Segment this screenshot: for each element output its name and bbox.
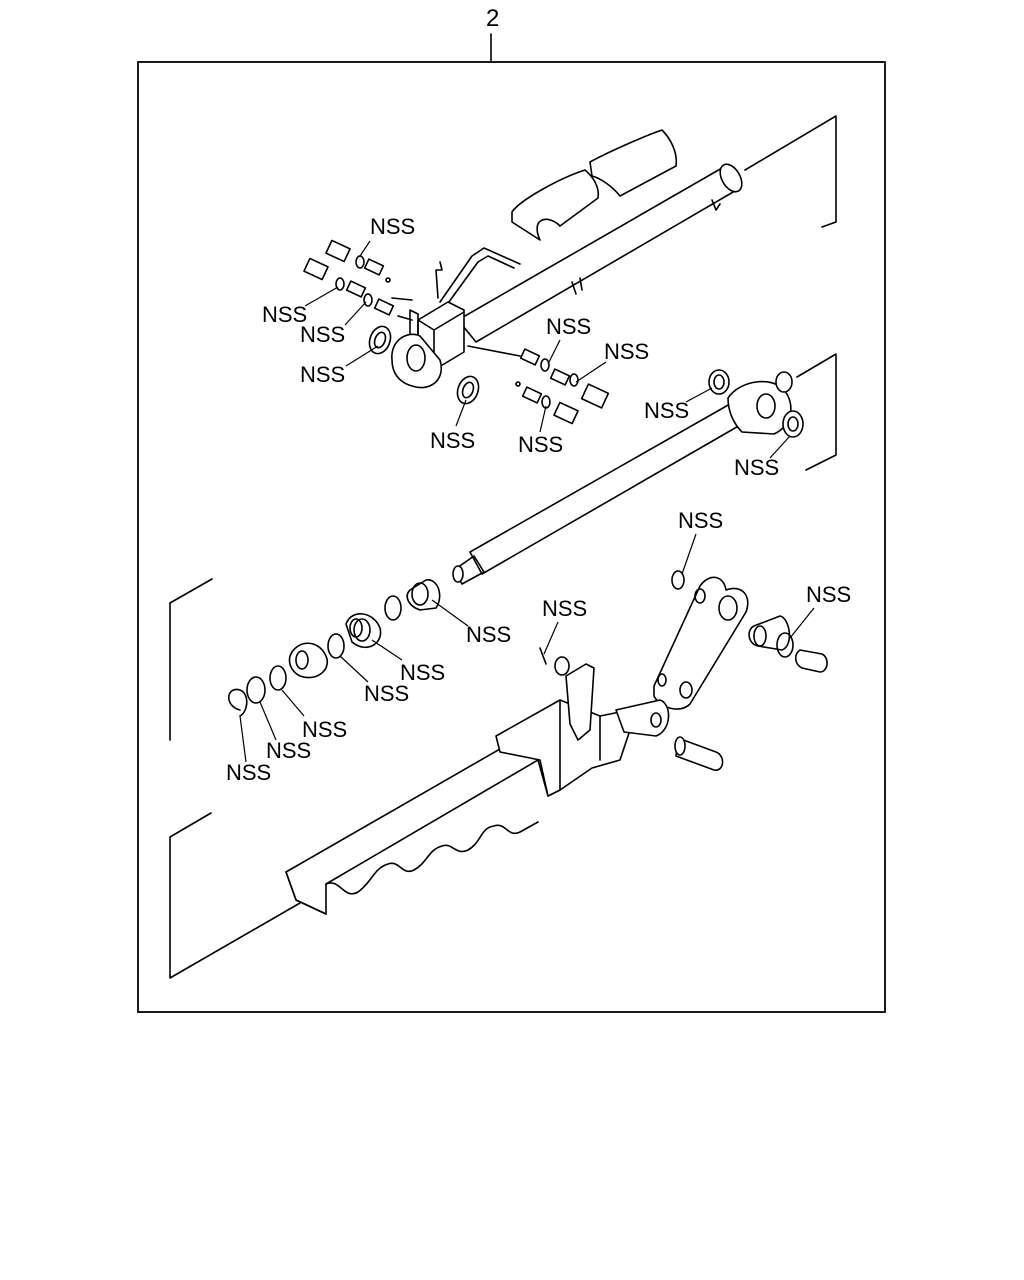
sleeve-cover — [589, 129, 678, 197]
part-labels: NSS NSS NSS NSS NSS NSS NSS NSS NSS NSS … — [226, 214, 851, 785]
nss-label: NSS — [546, 314, 591, 339]
pin — [675, 737, 724, 771]
nss-label: NSS — [518, 432, 563, 457]
nss-label: NSS — [226, 760, 271, 785]
nss-label: NSS — [466, 622, 511, 647]
diagram-frame — [137, 61, 886, 1013]
nss-label: NSS — [400, 660, 445, 685]
o-ring — [671, 570, 685, 590]
lower-frame-assembly — [285, 570, 828, 915]
snap-ring — [384, 595, 402, 621]
link-plate — [653, 576, 749, 710]
bushing — [794, 649, 828, 673]
nss-label: NSS — [806, 582, 851, 607]
break-lines — [169, 115, 837, 979]
nss-label: NSS — [262, 302, 307, 327]
upper-cylinder-assembly — [303, 129, 743, 425]
washer — [554, 656, 570, 676]
nss-label: NSS — [300, 322, 345, 347]
seal-ring — [708, 369, 730, 395]
nss-label: NSS — [300, 362, 345, 387]
cylinder-eye — [391, 333, 443, 389]
nss-label: NSS — [542, 596, 587, 621]
fittings-left — [303, 239, 413, 321]
fittings-right — [467, 345, 610, 425]
seal-ring — [456, 375, 480, 405]
piston-rod — [469, 403, 743, 575]
circlip — [227, 688, 248, 717]
nss-label: NSS — [734, 455, 779, 480]
nss-label: NSS — [644, 398, 689, 423]
nss-label: NSS — [266, 738, 311, 763]
piston-rod-assembly — [227, 369, 804, 717]
seal-ring — [368, 325, 392, 355]
bushing — [748, 615, 791, 651]
sleeve-cover — [511, 169, 600, 241]
snap-ring — [269, 665, 287, 691]
rod-seal — [345, 613, 382, 648]
nss-label: NSS — [430, 428, 475, 453]
nss-label: NSS — [302, 717, 347, 742]
snap-ring — [246, 676, 266, 704]
reference-number: 2 — [486, 5, 499, 32]
o-ring — [776, 632, 794, 658]
nss-label: NSS — [604, 339, 649, 364]
nss-label: NSS — [370, 214, 415, 239]
seal-ring — [782, 410, 804, 438]
leader-lines — [239, 240, 815, 763]
nss-label: NSS — [678, 508, 723, 533]
nss-label: NSS — [364, 681, 409, 706]
o-ring — [327, 633, 345, 659]
